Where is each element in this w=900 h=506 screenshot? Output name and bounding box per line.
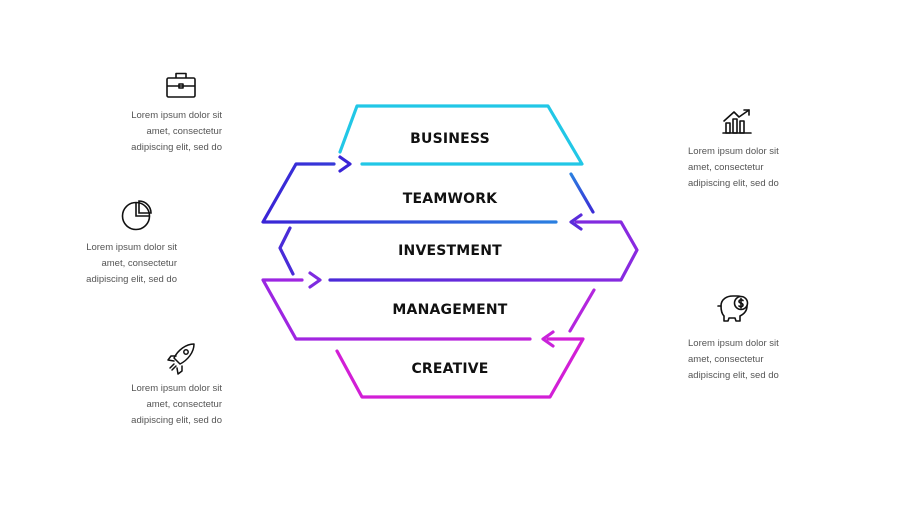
description-right-top: Lorem ipsum dolor sit amet, consectetur … (688, 146, 779, 189)
investment-band (328, 220, 639, 282)
briefcase-icon (166, 72, 196, 98)
left-connector-mid (278, 226, 295, 276)
description-left-middle: Lorem ipsum dolor sit amet, consectetur … (86, 242, 177, 285)
creative-band (335, 337, 585, 399)
stage-label-teamwork: TEAMWORK (402, 191, 498, 207)
teamwork-arrowhead (338, 155, 352, 173)
management-arrowhead (308, 271, 322, 289)
teamwork-band (261, 162, 558, 224)
investment-arrowhead (569, 213, 583, 231)
stage-label-investment: INVESTMENT (398, 243, 502, 259)
right-connector-top (569, 172, 595, 214)
management-band (261, 278, 532, 341)
growth-chart-icon (722, 109, 752, 134)
creative-arrowhead (541, 330, 555, 348)
rocket-icon (167, 343, 195, 375)
stage-label-business: BUSINESS (410, 131, 490, 147)
description-left-bottom: Lorem ipsum dolor sit amet, consectetur … (131, 383, 222, 426)
description-right-bottom: Lorem ipsum dolor sit amet, consectetur … (688, 338, 779, 381)
business-band (338, 104, 584, 166)
piggy-bank-icon (717, 295, 749, 322)
right-connector-bottom (568, 288, 596, 333)
stage-label-creative: CREATIVE (411, 361, 489, 377)
pie-chart-icon (121, 200, 152, 231)
stage-label-management: MANAGEMENT (392, 302, 508, 318)
description-left-top: Lorem ipsum dolor sit amet, consectetur … (131, 110, 222, 153)
